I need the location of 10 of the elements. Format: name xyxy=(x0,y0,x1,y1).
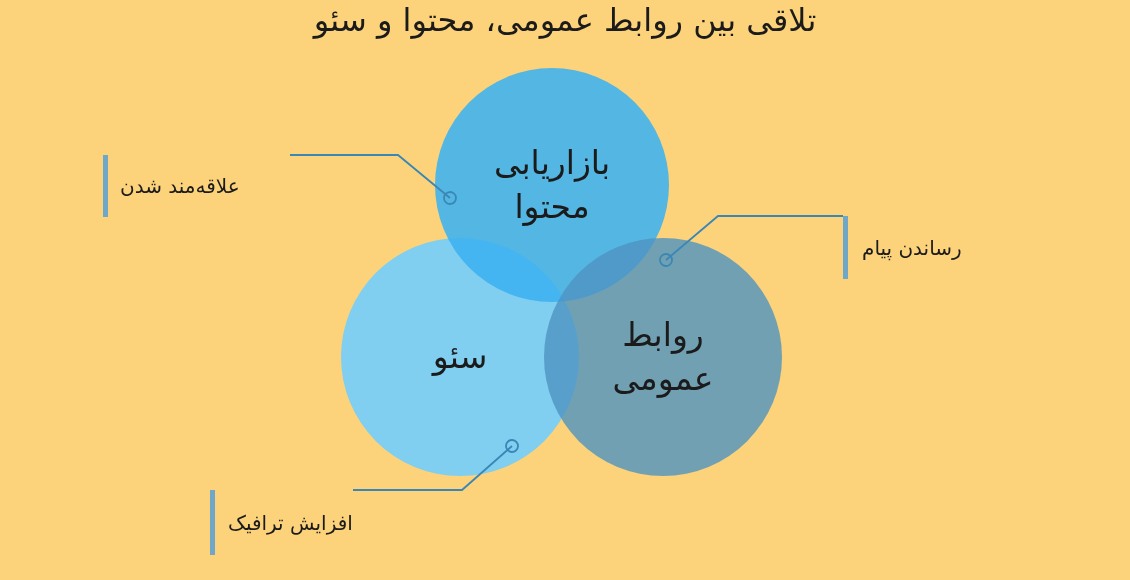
leader-line xyxy=(289,154,457,205)
callout-text: علاقه‌مند شدن xyxy=(120,173,240,199)
leader-line xyxy=(352,439,519,491)
leader-line xyxy=(659,215,844,267)
circle-label: سئو xyxy=(430,336,489,378)
title: تلاقی بین روابط عمومی، محتوا و سئو xyxy=(313,0,817,40)
circle-label: بازاریابی محتوا xyxy=(492,142,612,228)
callout-text: افزایش ترافیک xyxy=(228,509,353,536)
circle-label: روابط عمومی xyxy=(611,314,715,400)
callout-text: رساندن پیام xyxy=(862,234,962,261)
